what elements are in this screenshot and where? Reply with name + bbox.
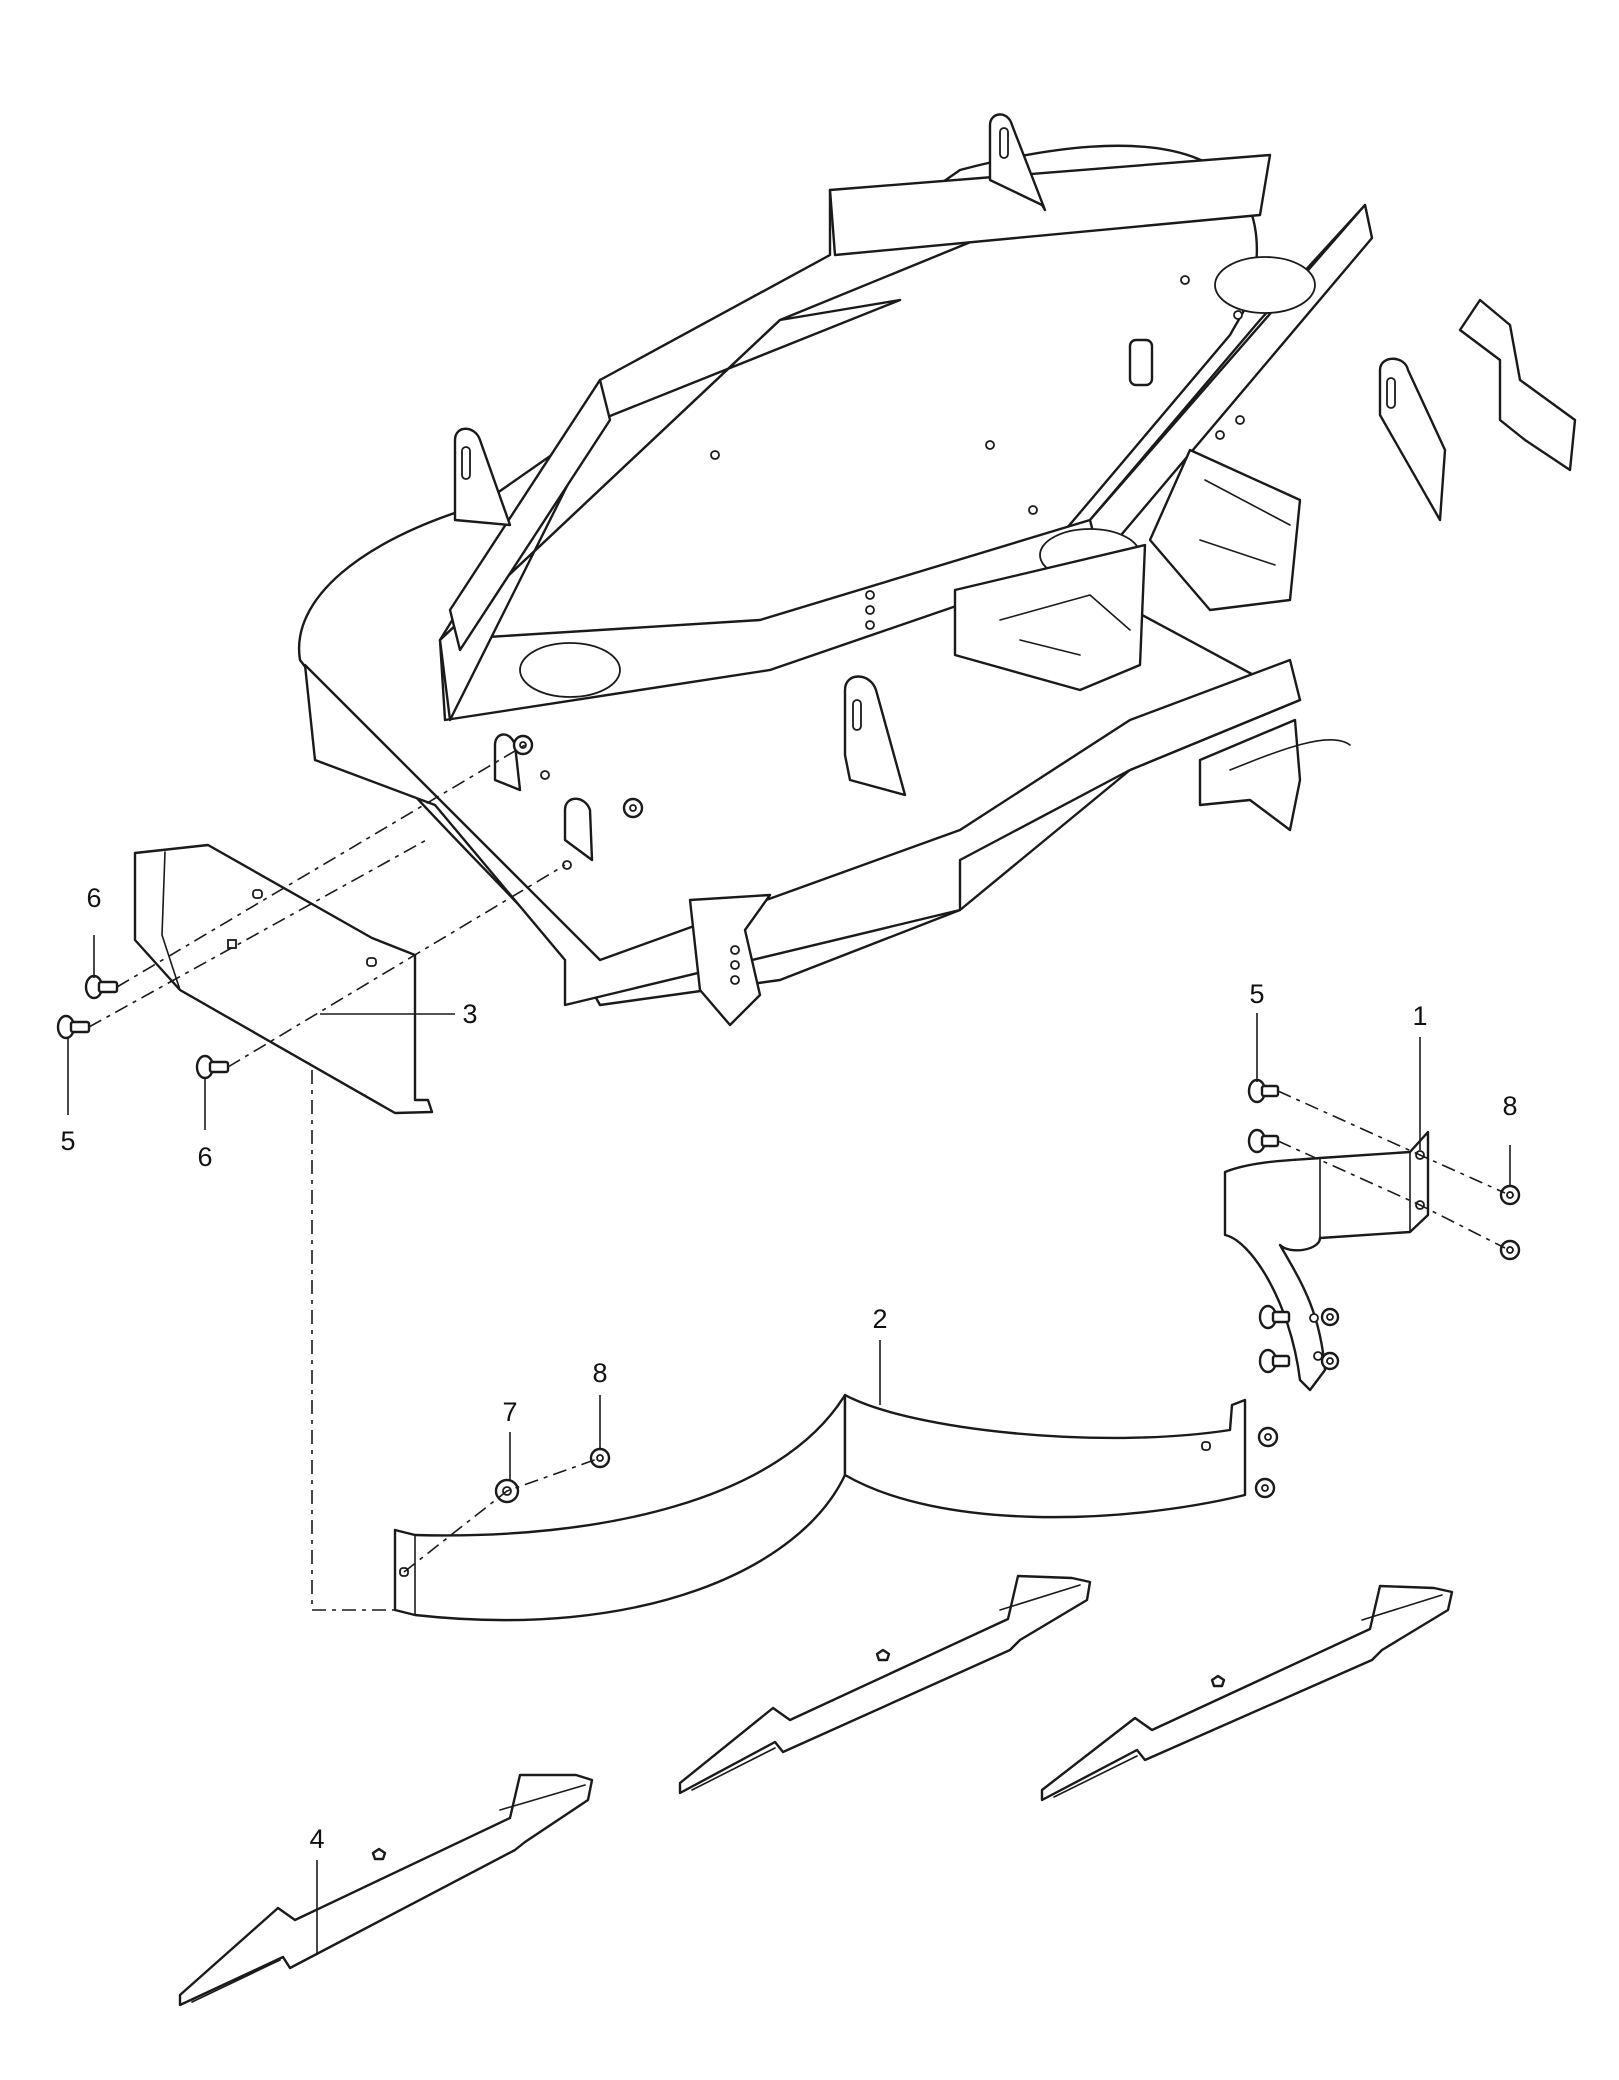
nut-icon xyxy=(622,797,644,819)
bolt-bottom-left xyxy=(56,1014,91,1040)
callout-nut-right: 8 xyxy=(1502,1091,1517,1121)
bolt-lower-center xyxy=(195,1054,230,1080)
front-shield xyxy=(133,843,434,1115)
nut-icon xyxy=(1257,1426,1279,1448)
callout-washer: 7 xyxy=(502,1397,517,1427)
bolt-top-left xyxy=(84,974,119,1000)
callout-bolt-bottom-left: 6 xyxy=(197,1142,212,1172)
nut-icon xyxy=(1320,1307,1340,1327)
callout-bolt-left: 5 xyxy=(60,1126,75,1156)
chute-bracket xyxy=(1223,1130,1430,1392)
baffle xyxy=(393,1393,1247,1622)
bolt-right-upper xyxy=(1247,1078,1280,1104)
nut-icon xyxy=(589,1447,611,1469)
nut-icon xyxy=(1499,1184,1521,1206)
callout-front-shield: 3 xyxy=(462,999,477,1029)
blade-left xyxy=(178,1773,594,2007)
bolt-right-low1 xyxy=(1258,1304,1291,1330)
callout-bolt-top-left: 6 xyxy=(86,883,101,913)
mower-deck xyxy=(297,113,1577,1027)
nut-icon xyxy=(1499,1239,1521,1261)
callout-nut-center: 8 xyxy=(592,1358,607,1388)
bolt-right-low2 xyxy=(1258,1348,1291,1374)
bolt-right-mid xyxy=(1247,1128,1280,1154)
callout-baffle: 2 xyxy=(872,1304,887,1334)
nut-icon xyxy=(1320,1351,1340,1371)
callout-bracket: 1 xyxy=(1412,1001,1427,1031)
nut-icon xyxy=(1254,1477,1276,1499)
callout-blade: 4 xyxy=(309,1824,324,1854)
nut-icon xyxy=(512,734,534,756)
blade-right xyxy=(1040,1584,1454,1802)
blade-middle xyxy=(678,1574,1092,1795)
callout-bolt-right: 5 xyxy=(1249,979,1264,1009)
